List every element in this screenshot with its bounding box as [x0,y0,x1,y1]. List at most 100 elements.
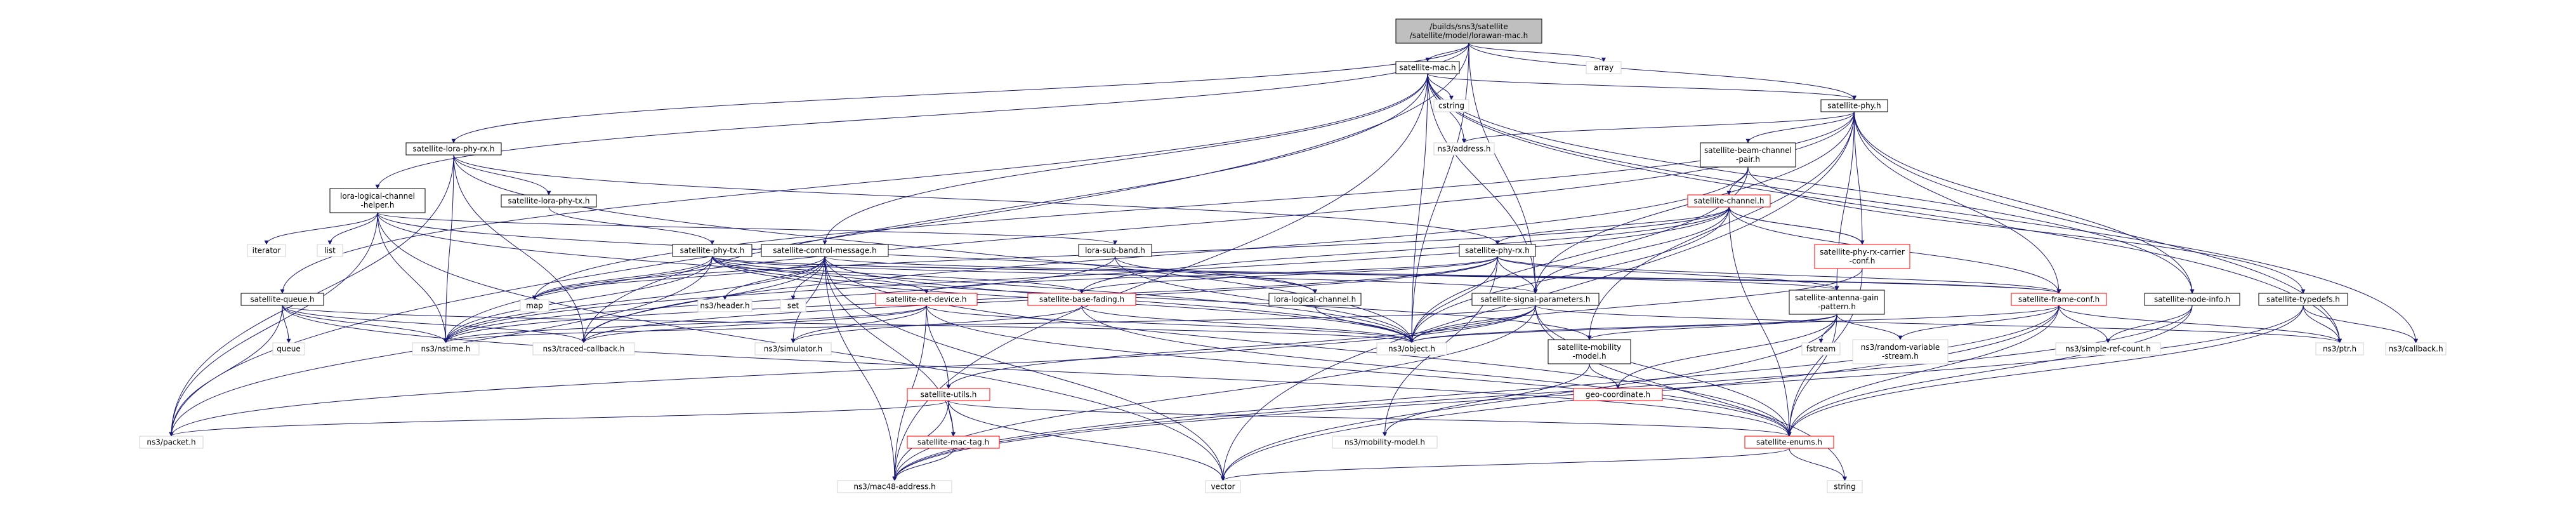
node-box [1433,142,1495,156]
node-sat-signal-parameters[interactable]: satellite-signal-parameters.h [1471,293,1600,306]
node-sat-beam-channel-pair[interactable]: satellite-beam-channel-pair.h [1700,142,1796,168]
node-sat-control-message[interactable]: satellite-control-message.h [761,244,889,257]
node-label: vector [1211,483,1235,491]
node-label: satellite-mobility [1558,343,1622,352]
edge-sat-frame-conf-to-sat-enums [1787,305,2060,437]
edge-sat-net-device-to-sat-utils [926,305,951,389]
edge-lora-logical-channel-to-ns3-object [1315,305,1414,343]
edge-sat-frame-conf-to-ns3-ptr [2058,305,2342,343]
edge-sat-channel-to-ns3-object [1409,206,1730,343]
node-sat-mac-tag[interactable]: satellite-mac-tag.h [907,436,1000,449]
node-vector: vector [1205,480,1241,493]
node-sat-net-device[interactable]: satellite-net-device.h [875,293,978,306]
node-root[interactable]: /builds/sns3/satellite/satellite/model/l… [1395,18,1542,44]
node-box [1700,142,1796,168]
node-sat-phy-rx[interactable]: satellite-phy-rx.h [1459,244,1536,257]
edge-sat-signal-parameters-to-ns3-nstime [444,305,1536,343]
node-ns3-random-variable-stream: ns3/random-variable-stream.h [1852,339,1948,364]
node-map: map [520,299,549,312]
node-label: satellite-control-message.h [773,246,876,255]
edge-sat-mac-to-cstring [1427,73,1454,100]
node-sat-utils[interactable]: satellite-utils.h [907,388,990,401]
node-box [907,436,1000,449]
node-sat-base-fading[interactable]: satellite-base-fading.h [1027,293,1136,306]
node-box [1827,480,1863,493]
node-box [1332,436,1438,449]
edge-sat-control-message-to-set [791,256,825,300]
node-box [1801,342,1841,356]
node-label: array [1594,63,1613,72]
node-ns3-simulator: ns3/simulator.h [754,342,832,356]
node-box [329,188,426,213]
node-sat-mobility-model[interactable]: satellite-mobility-model.h [1548,339,1631,364]
node-set: set [780,299,806,312]
node-box [2011,293,2107,306]
edge-sat-phy-to-ns3-ptr [1854,111,2342,343]
node-sat-lora-phy-tx[interactable]: satellite-lora-phy-tx.h [501,194,597,208]
edge-sat-phy-rx-to-sat-antenna-gain-pattern [1497,256,1839,291]
edge-sat-signal-parameters-to-ns3-packet [169,305,1536,437]
node-label: satellite-enums.h [1756,438,1822,447]
node-sat-node-info[interactable]: satellite-node-info.h [2144,293,2240,306]
node-label: satellite-channel.h [1693,197,1764,206]
node-box [1395,18,1542,44]
edge-sat-beam-channel-pair-to-sat-typedefs [1747,166,2306,294]
node-sat-phy-rx-carrier-conf[interactable]: satellite-phy-rx-carrier-conf.h [1814,244,1910,269]
node-lora-logical-channel[interactable]: lora-logical-channel.h [1268,293,1362,306]
edge-root-to-lora-logical-channel-helper [375,43,1469,189]
edges-layer [169,43,2418,481]
node-ns3-mobility-model: ns3/mobility-model.h [1332,436,1438,449]
node-lora-sub-band[interactable]: lora-sub-band.h [1078,244,1152,257]
node-sat-enums[interactable]: satellite-enums.h [1744,436,1834,449]
node-lora-logical-channel-helper[interactable]: lora-logical-channel-helper.h [329,188,426,213]
node-box [272,342,305,356]
node-sat-typedefs[interactable]: satellite-typedefs.h [2258,293,2348,306]
node-sat-queue[interactable]: satellite-queue.h [240,293,324,306]
node-label: /satellite/model/lorawan-mac.h [1410,31,1528,40]
edge-sat-antenna-gain-pattern-to-ns3-object [1409,314,1837,343]
edge-sat-utils-to-ns3-packet [169,400,949,437]
node-sat-mac[interactable]: satellite-mac.h [1395,61,1460,74]
edge-sat-mac-tag-to-ns3-mac48-address [892,448,954,481]
edge-sat-enums-to-vector [1221,448,1790,481]
node-box [780,299,806,312]
node-box [1744,436,1834,449]
node-label: string [1834,483,1855,491]
node-sat-phy[interactable]: satellite-phy.h [1820,99,1888,112]
node-ns3-ptr: ns3/ptr.h [2315,342,2364,356]
edge-sat-phy-tx-to-sat-base-fading [712,256,1084,294]
edge-sat-phy-rx-carrier-conf-to-sat-channel [1726,206,1863,245]
edge-sat-lora-phy-rx-to-sat-lora-phy-tx [453,154,551,196]
edge-lora-logical-channel-helper-to-ns3-nstime [377,212,448,343]
edge-root-to-ns3-object [1409,43,1469,343]
edge-sat-signal-parameters-to-sat-utils [946,305,1536,389]
node-label: ns3/simulator.h [764,345,822,354]
node-box [1573,388,1663,401]
node-box [1789,290,1885,315]
node-box [501,194,597,208]
edge-sat-frame-conf-to-ns3-mac48-address [892,305,2060,481]
node-label: ns3/random-variable [1861,343,1940,352]
node-box [907,388,990,401]
node-geo-coordinate[interactable]: geo-coordinate.h [1573,388,1663,401]
node-label: satellite-phy-rx.h [1465,246,1530,255]
node-sat-channel[interactable]: satellite-channel.h [1687,194,1771,208]
edge-sat-mac-to-ns3-mac48-address [892,73,1428,481]
node-sat-phy-tx[interactable]: satellite-phy-tx.h [672,244,752,257]
node-sat-frame-conf[interactable]: satellite-frame-conf.h [2011,293,2107,306]
node-label: -conf.h [1850,256,1876,265]
node-label: -pair.h [1736,155,1760,164]
edge-sat-control-message-to-ns3-nstime [444,256,825,343]
node-label: -helper.h [361,201,395,210]
node-label: ns3/object.h [1388,345,1435,354]
node-box [520,299,549,312]
node-box [1459,244,1536,257]
edge-sat-utils-to-sat-enums [948,400,1792,437]
node-label: ns3/address.h [1437,145,1490,154]
edge-sat-channel-to-ns3-nstime [444,206,1730,343]
node-sat-antenna-gain-pattern[interactable]: satellite-antenna-gain-pattern.h [1789,290,1885,315]
node-label: map [526,302,543,310]
node-label: -model.h [1572,352,1606,361]
edge-sat-mac-to-sat-node-info [1427,73,2195,294]
node-sat-lora-phy-rx[interactable]: satellite-lora-phy-rx.h [405,142,502,156]
